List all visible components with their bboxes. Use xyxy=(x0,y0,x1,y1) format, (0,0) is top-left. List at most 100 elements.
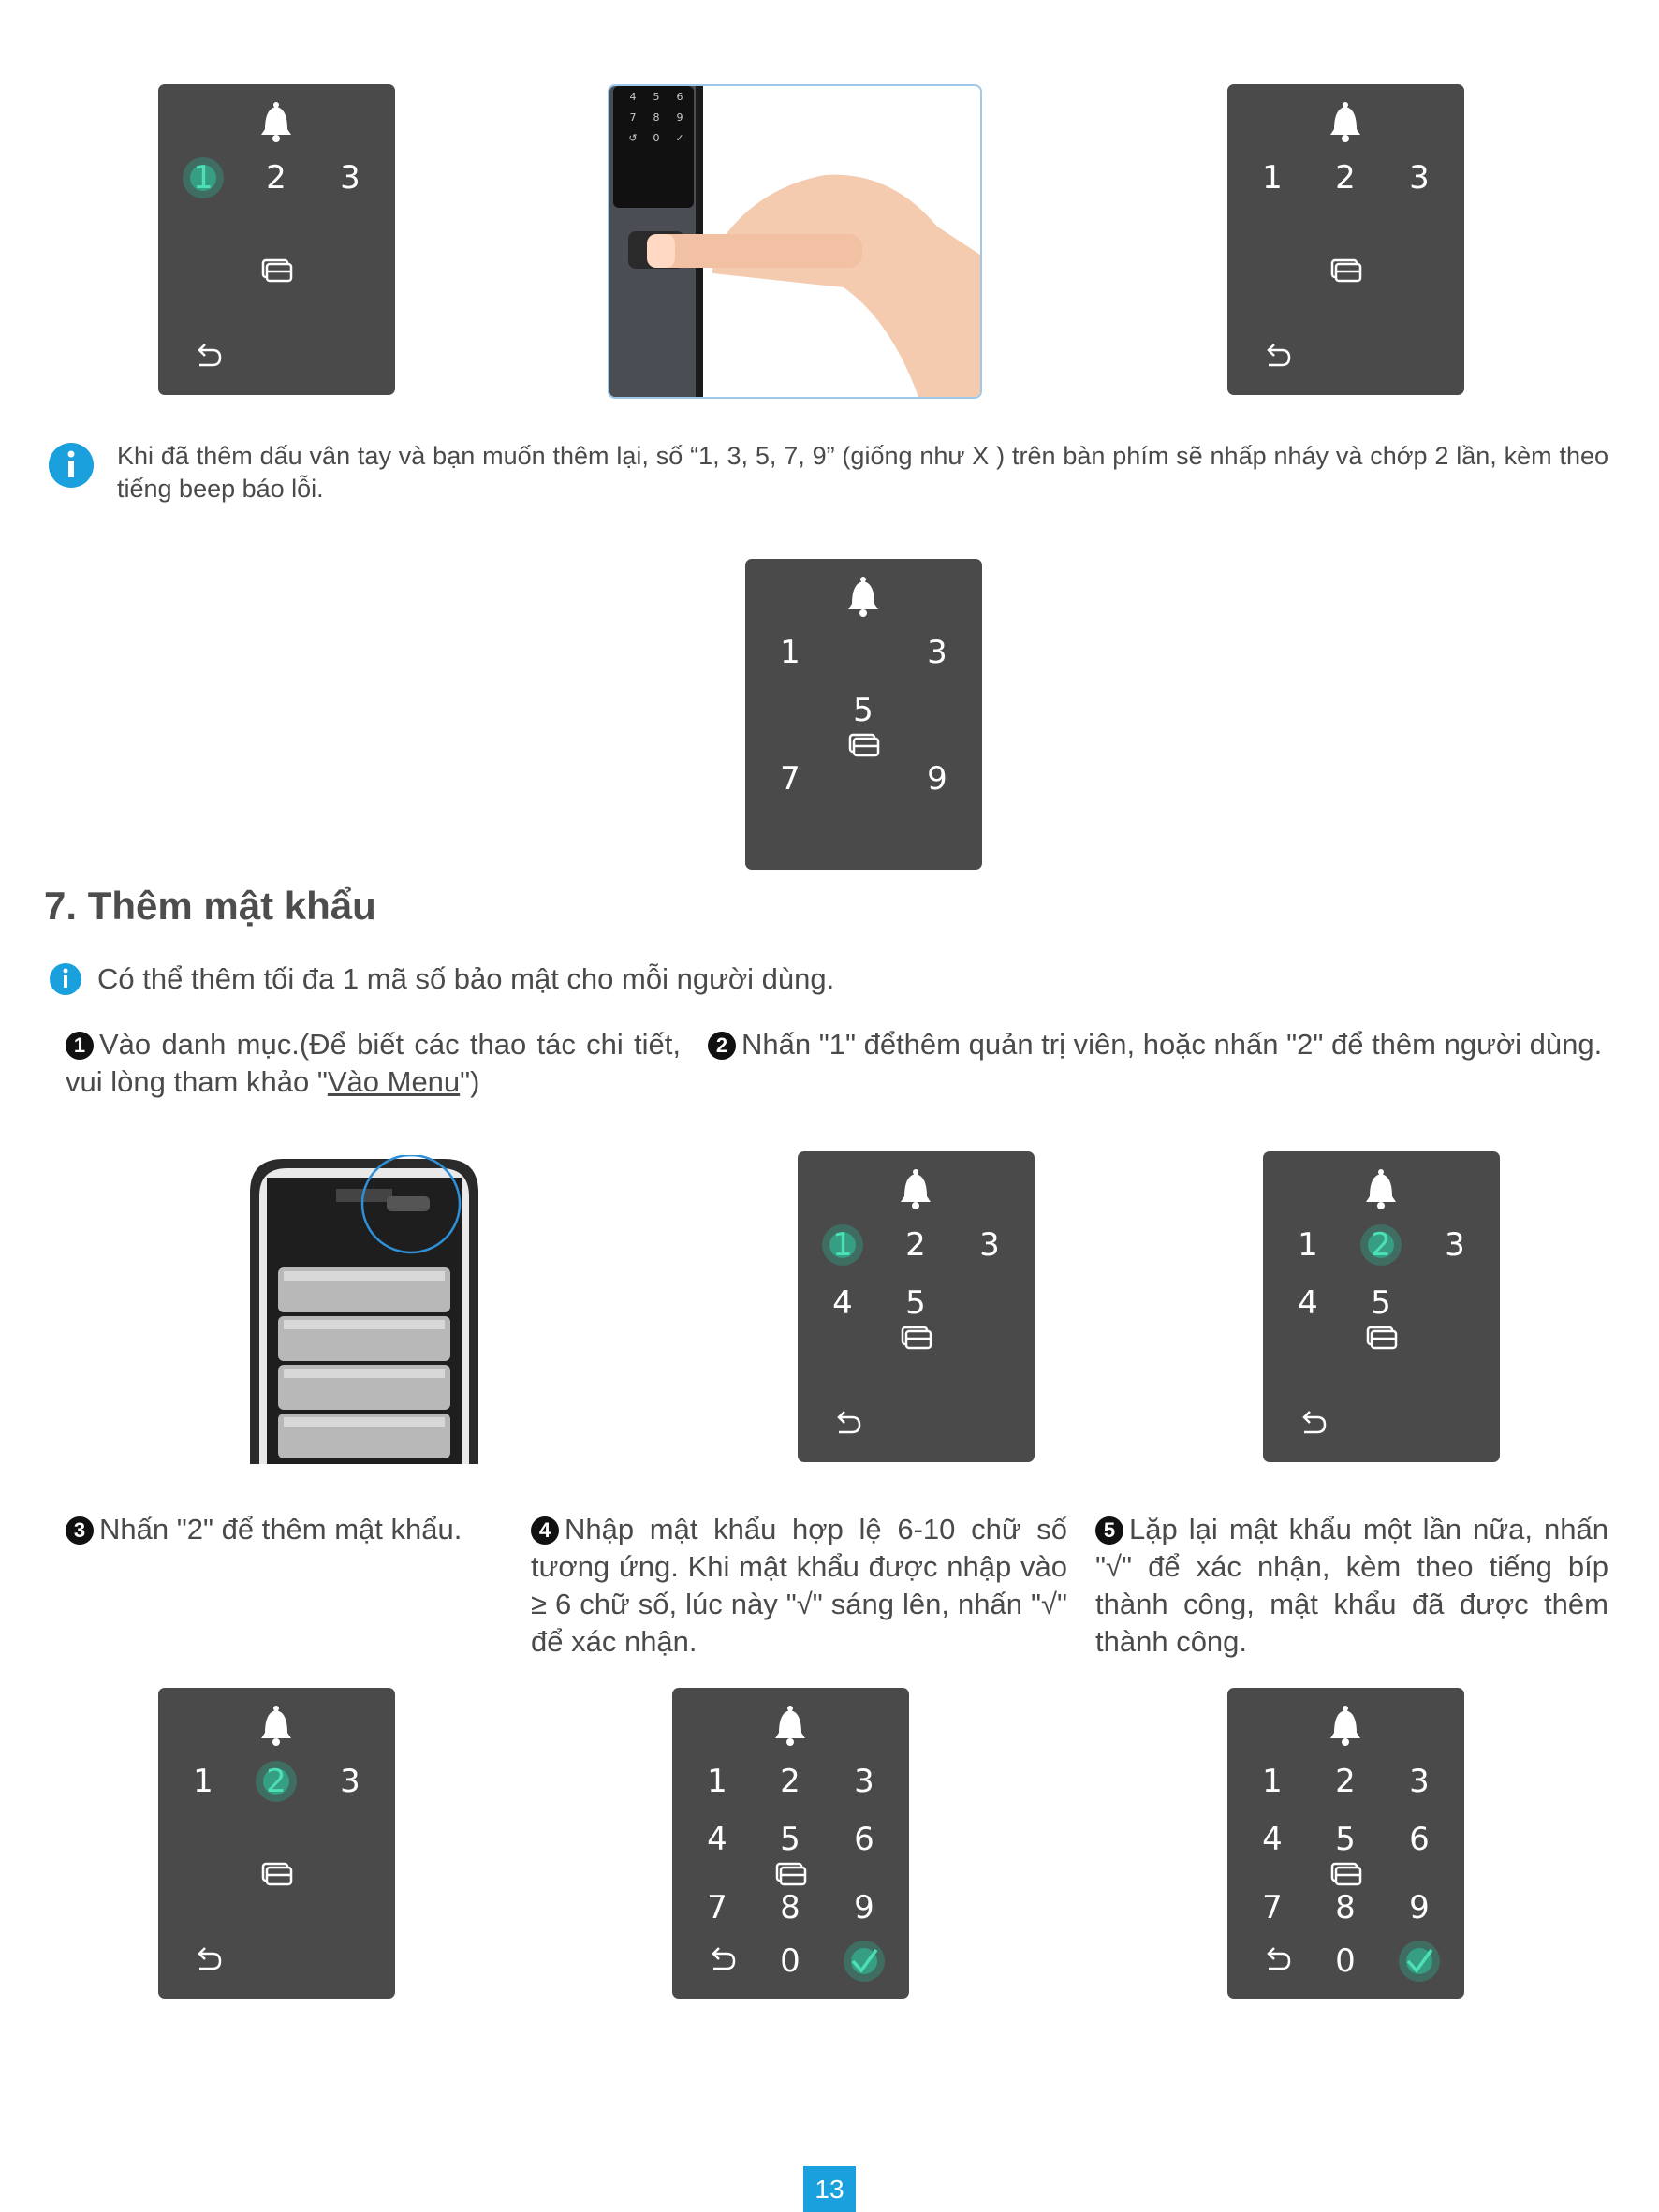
svg-text:6: 6 xyxy=(1409,1821,1430,1858)
keypad-step-admin: 1 2 3 4 5 xyxy=(798,1151,1035,1462)
back-icon xyxy=(198,344,222,367)
bell-icon xyxy=(848,577,878,617)
step-number: 2 xyxy=(708,1032,736,1060)
svg-text:2: 2 xyxy=(1335,159,1356,197)
section-info-text: Có thể thêm tối đa 1 mã số bảo mật cho m… xyxy=(97,962,835,995)
svg-text:2: 2 xyxy=(1371,1226,1391,1264)
svg-text:8: 8 xyxy=(780,1889,800,1926)
svg-text:2: 2 xyxy=(266,159,286,197)
svg-text:5: 5 xyxy=(905,1284,926,1322)
step-number: 5 xyxy=(1095,1516,1123,1545)
svg-text:3: 3 xyxy=(1445,1226,1465,1264)
svg-text:4: 4 xyxy=(630,91,637,103)
svg-text:7: 7 xyxy=(1262,1889,1283,1926)
svg-text:4: 4 xyxy=(707,1821,727,1858)
svg-text:6: 6 xyxy=(854,1821,874,1858)
svg-text:3: 3 xyxy=(1409,159,1430,197)
svg-text:7: 7 xyxy=(780,760,800,798)
keypad-step-user: 1 2 3 4 5 xyxy=(1263,1151,1500,1462)
svg-text:0: 0 xyxy=(780,1942,800,1980)
check-icon xyxy=(851,1948,878,1973)
svg-text:1: 1 xyxy=(1262,159,1283,197)
svg-text:9: 9 xyxy=(1409,1889,1430,1926)
svg-text:1: 1 xyxy=(1262,1763,1283,1800)
svg-text:5: 5 xyxy=(1335,1821,1356,1858)
svg-text:2: 2 xyxy=(1335,1763,1356,1800)
svg-text:2: 2 xyxy=(266,1763,286,1800)
svg-text:3: 3 xyxy=(340,1763,360,1800)
svg-text:2: 2 xyxy=(905,1226,926,1264)
bell-icon xyxy=(1330,102,1360,142)
svg-text:1: 1 xyxy=(1298,1226,1318,1264)
menu-link[interactable]: Vào Menu xyxy=(327,1065,461,1098)
lock-battery-illustration xyxy=(246,1153,482,1464)
card-icon xyxy=(1366,1326,1398,1350)
keypad-full-repeat: 1 2 3 4 5 6 7 8 9 0 xyxy=(1227,1688,1464,1999)
svg-text:9: 9 xyxy=(854,1889,874,1926)
svg-text:9: 9 xyxy=(677,111,683,124)
svg-text:8: 8 xyxy=(653,111,660,124)
svg-text:7: 7 xyxy=(707,1889,727,1926)
keypad-step-password: 1 2 3 xyxy=(158,1688,395,1999)
svg-text:1: 1 xyxy=(707,1763,727,1800)
info-icon xyxy=(49,443,94,488)
svg-text:1: 1 xyxy=(193,159,213,197)
info-icon xyxy=(50,963,81,995)
section-title: 7. Thêm mật khẩu xyxy=(44,884,376,928)
back-icon xyxy=(1267,1947,1291,1970)
svg-text:9: 9 xyxy=(927,760,947,798)
check-icon xyxy=(1406,1948,1433,1973)
svg-text:3: 3 xyxy=(1409,1763,1430,1800)
back-icon xyxy=(1302,1411,1327,1434)
bell-icon xyxy=(775,1706,805,1746)
svg-text:5: 5 xyxy=(1371,1284,1391,1322)
svg-text:3: 3 xyxy=(340,159,360,197)
card-icon xyxy=(261,1862,293,1886)
bell-icon xyxy=(261,1706,291,1746)
card-icon xyxy=(1330,258,1362,283)
svg-text:✓: ✓ xyxy=(675,132,683,144)
svg-text:5: 5 xyxy=(853,692,874,729)
svg-text:2: 2 xyxy=(780,1763,800,1800)
step-number: 3 xyxy=(66,1516,94,1545)
back-icon xyxy=(837,1411,861,1434)
card-icon xyxy=(261,258,293,283)
keypad-step-plain: 1 2 3 xyxy=(1227,84,1464,395)
svg-text:8: 8 xyxy=(1335,1889,1356,1926)
lock-fingerprint-illustration: 4 5 6 7 8 9 ↺ 0 ✓ xyxy=(608,84,982,399)
svg-text:3: 3 xyxy=(979,1226,1000,1264)
page-number: 13 xyxy=(803,2166,856,2212)
svg-text:3: 3 xyxy=(927,634,947,671)
svg-text:0: 0 xyxy=(1335,1942,1356,1980)
svg-text:5: 5 xyxy=(653,91,660,103)
step-number: 4 xyxy=(531,1516,559,1545)
bell-icon xyxy=(1330,1706,1360,1746)
card-icon xyxy=(848,733,880,757)
bell-icon xyxy=(1366,1169,1396,1209)
back-icon xyxy=(712,1947,736,1970)
svg-text:1: 1 xyxy=(193,1763,213,1800)
bell-icon xyxy=(901,1169,931,1209)
svg-text:1: 1 xyxy=(780,634,800,671)
svg-text:↺: ↺ xyxy=(628,132,637,144)
card-icon xyxy=(901,1326,932,1350)
card-icon xyxy=(775,1862,807,1886)
svg-text:6: 6 xyxy=(677,91,683,103)
svg-text:7: 7 xyxy=(630,111,637,124)
card-icon xyxy=(1330,1862,1362,1886)
svg-text:1: 1 xyxy=(832,1226,853,1264)
svg-text:4: 4 xyxy=(1262,1821,1283,1858)
step-number: 1 xyxy=(66,1032,94,1060)
back-icon xyxy=(198,1947,222,1970)
keypad-step-highlight-1: 1 2 3 xyxy=(158,84,395,395)
bell-icon xyxy=(261,102,291,142)
svg-text:5: 5 xyxy=(780,1821,800,1858)
svg-text:4: 4 xyxy=(832,1284,853,1322)
svg-text:0: 0 xyxy=(653,132,660,144)
svg-text:4: 4 xyxy=(1298,1284,1318,1322)
